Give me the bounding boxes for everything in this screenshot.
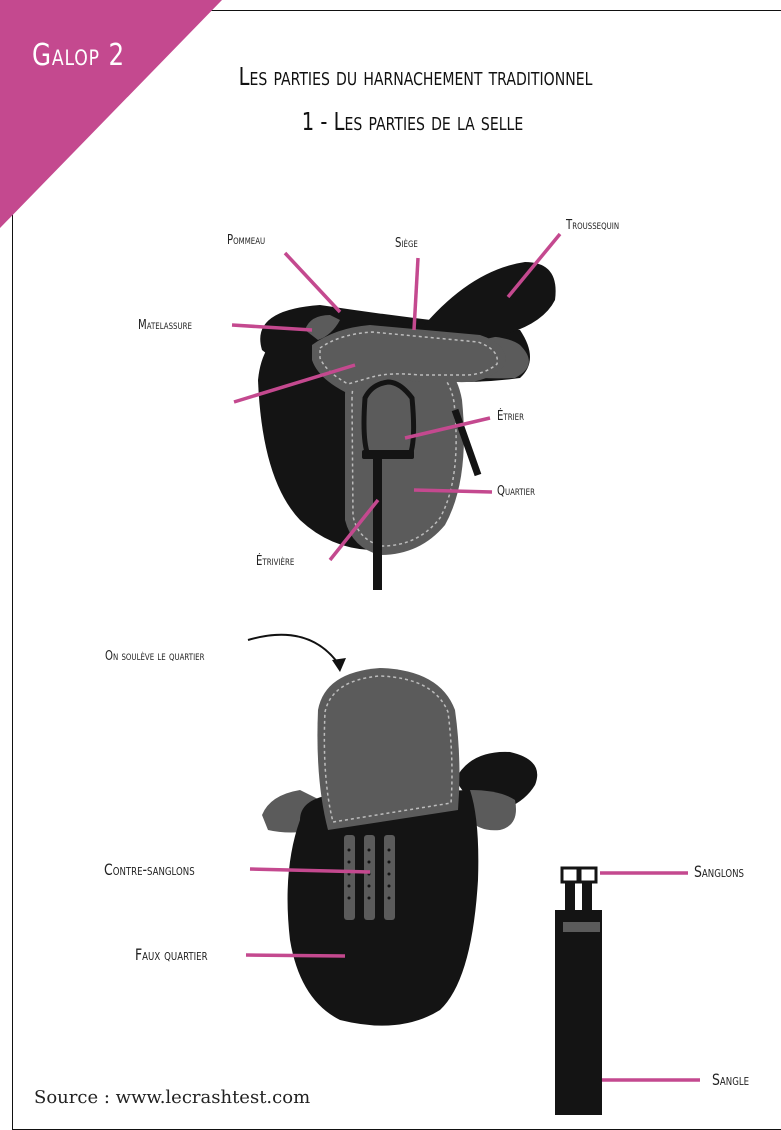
label-etrier: Étrier (497, 409, 524, 424)
label-matelassure: Matelassure (138, 318, 192, 333)
bottom-saddle (262, 668, 537, 1026)
page-subtitle: 1 - Les parties de la selle (108, 107, 717, 136)
label-quartier: Quartier (497, 484, 535, 499)
label-pommeau: Pommeau (227, 233, 265, 248)
label-troussequin: Troussequin (566, 218, 619, 233)
top-saddle (258, 262, 556, 590)
label-contre-sanglons: Contre-sanglons (104, 860, 195, 879)
girth-illustration (555, 868, 602, 1115)
label-faux-quartier: Faux quartier (135, 945, 208, 964)
curved-arrow (248, 635, 346, 672)
label-etriviere: Étrivière (256, 554, 294, 569)
label-on-souleve: On soulève le quartier (105, 649, 204, 664)
label-sanglons: Sanglons (694, 862, 744, 881)
page-title: Les parties du harnachement traditionnel (111, 62, 720, 91)
label-siege: Siège (395, 236, 418, 251)
label-sangle: Sangle (712, 1070, 749, 1089)
source-credit: Source : www.lecrashtest.com (34, 1087, 310, 1108)
